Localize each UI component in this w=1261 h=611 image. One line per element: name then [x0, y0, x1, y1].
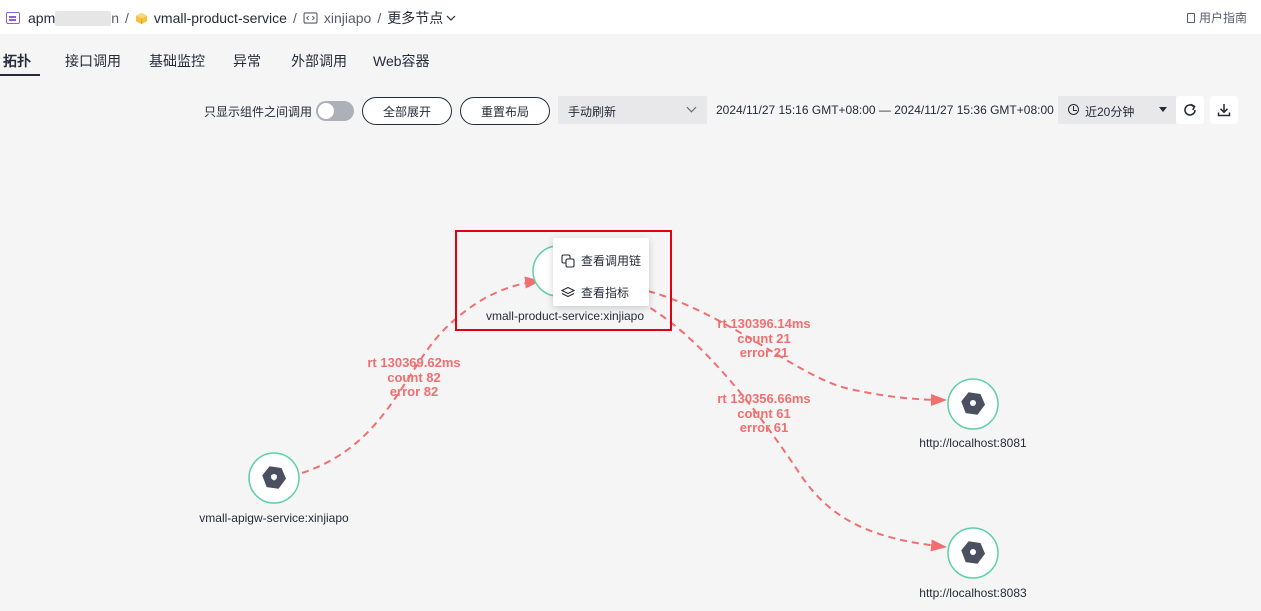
time-period-select[interactable]: 近20分钟	[1058, 96, 1176, 124]
clock-icon	[1068, 104, 1079, 115]
breadcrumb: apm n / vmall-product-service / xinjiapo…	[6, 8, 456, 28]
edge-rt: rt 130369.62ms	[367, 355, 460, 370]
tab-web-container[interactable]: Web容器	[373, 53, 430, 69]
refresh-icon	[1184, 103, 1196, 116]
copy-trace-icon	[561, 253, 575, 268]
edge-label-product-8081: rt 130396.14ms count 21 error 21	[717, 316, 810, 360]
tab-external-calls[interactable]: 外部调用	[291, 53, 347, 69]
tab-api-calls[interactable]: 接口调用	[65, 53, 121, 69]
node-localhost-8081[interactable]: http://localhost:8081	[919, 378, 1027, 450]
application-icon	[6, 12, 20, 24]
edge-error: error 82	[390, 384, 438, 399]
download-button[interactable]	[1210, 96, 1238, 124]
more-nodes-dropdown[interactable]: 更多节点	[387, 8, 456, 28]
redacted-mask	[55, 10, 112, 26]
breadcrumb-separator: /	[125, 10, 129, 26]
node-label-8083: http://localhost:8083	[919, 586, 1027, 600]
node-context-menu: 查看调用链 查看指标	[553, 238, 649, 306]
edge-label-apigw-product: rt 130369.62ms count 82 error 82	[367, 355, 460, 399]
edge-rt: rt 130356.66ms	[717, 391, 810, 406]
chevron-down-icon	[686, 102, 697, 113]
only-component-calls-toggle[interactable]	[316, 101, 354, 121]
download-icon	[1217, 104, 1231, 117]
layers-icon	[561, 286, 575, 297]
edge-count: count 21	[737, 331, 790, 346]
refresh-button[interactable]	[1176, 96, 1204, 124]
edge-rt: rt 130396.14ms	[717, 316, 810, 331]
chevron-down-icon	[446, 15, 456, 21]
node-label-apigw: vmall-apigw-service:xinjiapo	[199, 511, 349, 525]
component-cube-icon	[135, 12, 147, 24]
node-label-8081: http://localhost:8081	[919, 436, 1027, 450]
breadcrumb-separator: /	[292, 10, 297, 26]
node-label-product: vmall-product-service:xinjiapo	[486, 309, 644, 323]
node-localhost-8083[interactable]: http://localhost:8083	[919, 527, 1027, 600]
edge-product-to-8083[interactable]	[639, 301, 947, 552]
reset-layout-button[interactable]: 重置布局	[460, 97, 550, 125]
main-content: 拓扑 接口调用 基础监控 异常 外部调用 Web容器 rt 130369.62m…	[0, 34, 1261, 611]
breadcrumb-environment[interactable]: xinjiapo	[323, 10, 372, 26]
edge-apigw-to-product[interactable]	[301, 276, 541, 474]
expand-all-button[interactable]: 全部展开	[362, 97, 452, 125]
edge-product-to-8081[interactable]	[647, 290, 947, 406]
document-icon	[1186, 12, 1195, 23]
edge-error: error 61	[740, 420, 788, 435]
highlight-box	[455, 230, 672, 331]
refresh-mode-value: 手动刷新	[568, 105, 617, 119]
service-node-icon	[262, 466, 287, 489]
menu-item-label: 查看指标	[581, 286, 630, 300]
tab-exceptions[interactable]: 异常	[233, 53, 261, 69]
service-node-icon	[961, 392, 986, 415]
time-range-display[interactable]: 2024/11/27 15:16 GMT+08:00 — 2024/11/27 …	[716, 103, 1054, 117]
edge-error: error 21	[740, 345, 788, 360]
node-apigw-service[interactable]: vmall-apigw-service:xinjiapo	[199, 452, 349, 525]
edge-label-product-8083: rt 130356.66ms count 61 error 61	[717, 391, 810, 435]
menu-item-label: 查看调用链	[581, 254, 642, 268]
edge-count: count 82	[387, 370, 440, 385]
only-component-calls-label: 只显示组件之间调用	[204, 105, 313, 119]
breadcrumb-separator: /	[377, 10, 382, 26]
breadcrumb-service[interactable]: vmall-product-service	[153, 10, 287, 26]
refresh-mode-select[interactable]: 手动刷新	[558, 96, 707, 124]
menu-item-view-metrics[interactable]: 查看指标	[561, 284, 629, 301]
user-guide-link[interactable]: 用户指南	[1186, 9, 1247, 26]
tab-bar: 拓扑 接口调用 基础监控 异常 外部调用 Web容器	[0, 34, 442, 80]
environment-code-icon	[303, 12, 318, 24]
more-nodes-label: 更多节点	[387, 10, 444, 26]
breadcrumb-app[interactable]: apm	[28, 10, 56, 26]
service-node-icon	[961, 541, 986, 564]
edge-count: count 61	[737, 406, 790, 421]
tab-topology[interactable]: 拓扑	[0, 34, 43, 80]
user-guide-label: 用户指南	[1198, 11, 1247, 25]
top-bar: apm n / vmall-product-service / xinjiapo…	[0, 0, 1261, 34]
breadcrumb-app-suffix: n	[111, 10, 120, 26]
tab-basic-monitoring[interactable]: 基础监控	[149, 53, 205, 69]
time-period-value: 近20分钟	[1085, 105, 1135, 119]
menu-item-view-trace[interactable]: 查看调用链	[561, 252, 641, 269]
caret-down-icon	[1159, 107, 1167, 112]
